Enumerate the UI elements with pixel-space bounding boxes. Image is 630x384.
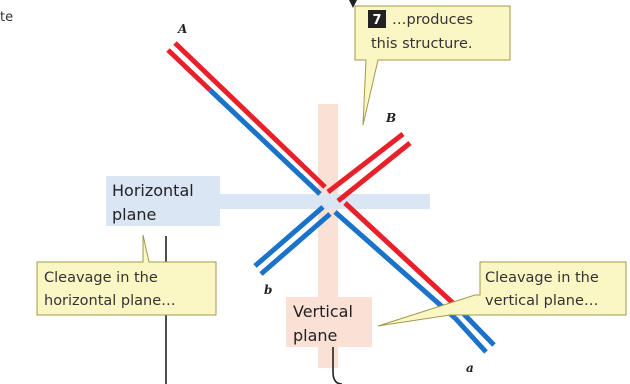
strand-label-a: a (466, 361, 474, 375)
callout-structure-line2: this structure. (371, 36, 472, 52)
vertical-plane-line2: plane (293, 326, 337, 345)
horizontal-plane-label: Horizontal plane (106, 176, 220, 226)
callout-vertical-line2: vertical plane… (485, 293, 598, 309)
vertical-plane-label: Vertical plane (286, 297, 372, 347)
strand-label-b: b (264, 283, 272, 297)
horizontal-plane-line1: Horizontal (112, 181, 194, 200)
horizontal-plane-line2: plane (112, 205, 156, 224)
step-number: 7 (372, 13, 381, 28)
vertical-plane-line1: Vertical (293, 302, 353, 321)
callout-horizontal-cleavage: Cleavage in the horizontal plane… (37, 235, 216, 315)
strand-label-B: B (385, 111, 396, 125)
strand-label-A: A (177, 22, 187, 36)
callout-vertical-cleavage: Cleavage in the vertical plane… (378, 262, 626, 326)
callout-horizontal-line2: horizontal plane… (44, 293, 176, 309)
top-left-text-fragment: te (0, 10, 13, 25)
callout-horizontal-line1: Cleavage in the (44, 270, 158, 286)
callout-vertical-line1: Cleavage in the (485, 270, 599, 286)
callout-structure: 7 …produces this structure. (355, 0, 510, 125)
callout-structure-line1: …produces (392, 12, 473, 28)
